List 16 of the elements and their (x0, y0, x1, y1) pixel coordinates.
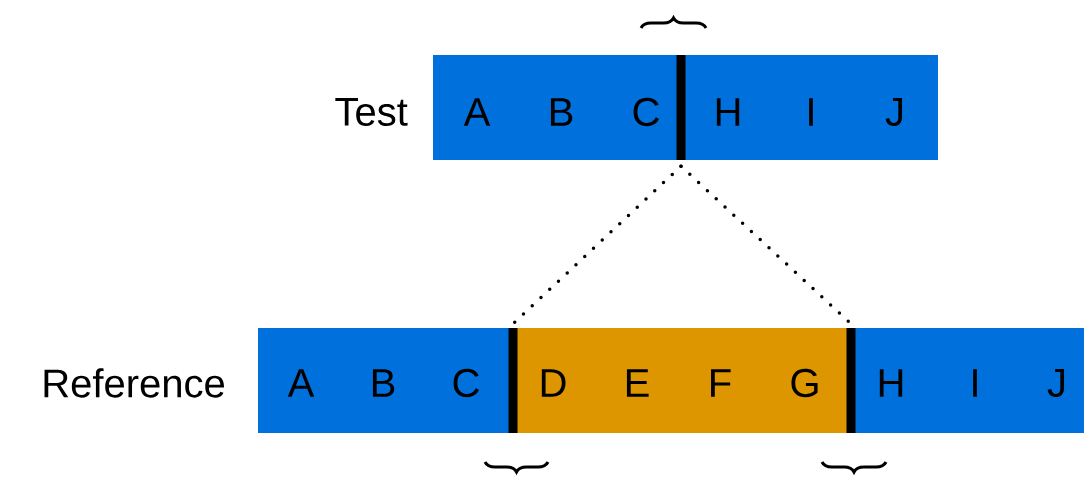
sequence-letter: J (885, 98, 903, 126)
sequence-letter: B (550, 98, 573, 126)
sequence-letter: I (809, 98, 813, 126)
sequence-letter: I (973, 369, 977, 397)
sequence-letter: A (287, 369, 315, 397)
breakpoint-bar (676, 55, 686, 160)
breakpoint-bar (508, 328, 518, 433)
dotted-line (679, 164, 853, 326)
sequence-letter: B (372, 369, 395, 397)
sequence-letter: A (463, 98, 491, 126)
sequence-letter: E (626, 369, 649, 397)
sequence-label: Reference (44, 368, 224, 398)
sequence-label: Test (335, 98, 408, 126)
sequence-letter: J (1047, 369, 1065, 397)
sequence-letter: F (711, 369, 731, 397)
breakpoint-bar (846, 328, 856, 433)
